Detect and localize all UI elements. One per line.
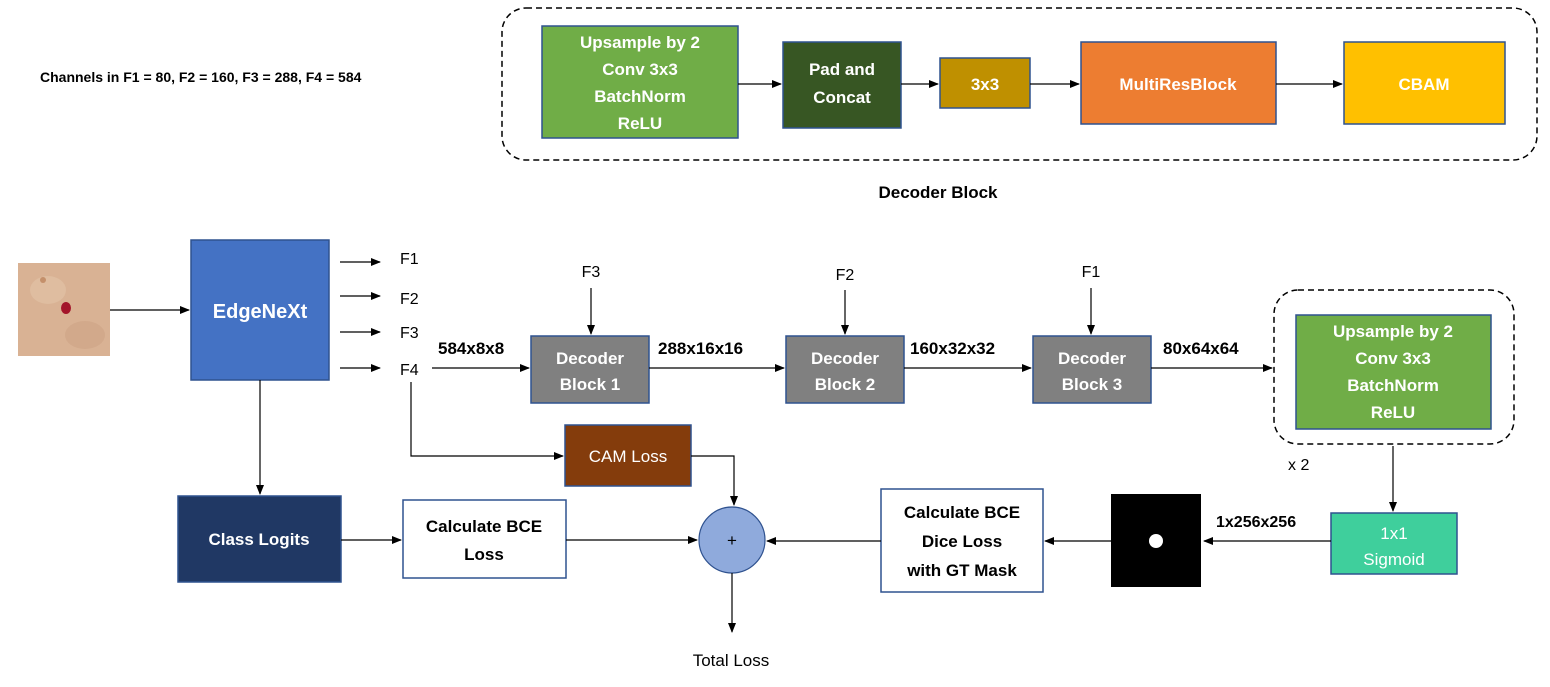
bce-loss-line-1: Calculate BCE: [426, 517, 542, 536]
output-size-label: 1x256x256: [1216, 514, 1296, 531]
pad-concat-line-2: Concat: [813, 88, 871, 107]
bce-dice-line-1: Calculate BCE: [904, 503, 1020, 522]
channels-note: Channels in F1 = 80, F2 = 160, F3 = 288,…: [40, 69, 362, 85]
head-upsample-line-4: ReLU: [1371, 403, 1415, 422]
decoder-upsample-box: Upsample by 2 Conv 3x3 BatchNorm ReLU: [541, 25, 739, 139]
conv3x3-box: 3x3: [939, 57, 1031, 109]
class-logits-label: Class Logits: [208, 530, 309, 549]
cam-loss-label: CAM Loss: [589, 447, 667, 466]
pad-concat-line-1: Pad and: [809, 60, 875, 79]
arrow-cam-to-sum: [691, 455, 738, 506]
decoder-1-line-2: Block 1: [560, 375, 620, 394]
skip-label-f2: F2: [836, 267, 855, 284]
cam-loss-box: CAM Loss: [564, 424, 692, 487]
input-size-label: 584x8x8: [438, 339, 504, 358]
decoder-block-caption: Decoder Block: [878, 183, 998, 202]
head-container: [1273, 289, 1515, 445]
decoder-upsample-line-2: Conv 3x3: [602, 60, 678, 79]
bce-loss-line-2: Loss: [464, 545, 504, 564]
bce-dice-loss-box: Calculate BCE Dice Loss with GT Mask: [880, 488, 1044, 593]
decoder-block-container: [501, 7, 1538, 161]
multiresblock-box: MultiResBlock: [1080, 41, 1277, 125]
conv3x3-label: 3x3: [971, 75, 999, 94]
feature-label-f3: F3: [400, 325, 419, 342]
head-upsample-line-1: Upsample by 2: [1333, 322, 1453, 341]
pad-concat-box: Pad and Concat: [782, 41, 902, 129]
decoder-upsample-line-3: BatchNorm: [594, 87, 686, 106]
cbam-label: CBAM: [1399, 75, 1450, 94]
feature-label-f4: F4: [400, 362, 419, 379]
total-loss-label: Total Loss: [693, 651, 770, 670]
decoder-2-line-1: Decoder: [811, 349, 879, 368]
edgenext-encoder-box: EdgeNeXt: [190, 239, 330, 381]
decoder-upsample-line-1: Upsample by 2: [580, 33, 700, 52]
bce-dice-line-2: Dice Loss: [922, 532, 1002, 551]
head-upsample-line-3: BatchNorm: [1347, 376, 1439, 395]
decoder-upsample-line-4: ReLU: [618, 114, 662, 133]
decoder-block-1: Decoder Block 1: [530, 335, 650, 404]
repeat-label: x 2: [1288, 457, 1309, 474]
sigmoid-box: 1x1 Sigmoid: [1330, 512, 1458, 575]
sum-node: +: [698, 506, 766, 574]
skip-label-f1: F1: [1082, 264, 1101, 281]
feature-label-f1: F1: [400, 251, 419, 268]
cbam-box: CBAM: [1343, 41, 1506, 125]
decoder-3-line-1: Decoder: [1058, 349, 1126, 368]
decoder-2-line-2: Block 2: [815, 375, 875, 394]
sigmoid-line-1: 1x1: [1380, 524, 1407, 543]
sigmoid-line-2: Sigmoid: [1363, 550, 1424, 569]
bce-loss-box: Calculate BCE Loss: [402, 499, 567, 579]
edgenext-label: EdgeNeXt: [213, 301, 308, 323]
decoder-block-3: Decoder Block 3: [1032, 335, 1152, 404]
arrow-f4-to-cam: [410, 382, 564, 460]
skip-label-f3: F3: [582, 264, 601, 281]
input-image: [18, 263, 110, 356]
head-upsample-box: Upsample by 2 Conv 3x3 BatchNorm ReLU: [1295, 314, 1492, 430]
predicted-mask: [1111, 494, 1201, 587]
decoder-2-output-label: 160x32x32: [910, 339, 995, 358]
bce-dice-line-3: with GT Mask: [906, 561, 1017, 580]
sum-plus-sign: +: [727, 531, 737, 550]
decoder-3-output-label: 80x64x64: [1163, 339, 1239, 358]
decoder-3-line-2: Block 3: [1062, 375, 1122, 394]
decoder-1-output-label: 288x16x16: [658, 339, 743, 358]
decoder-1-line-1: Decoder: [556, 349, 624, 368]
head-upsample-line-2: Conv 3x3: [1355, 349, 1431, 368]
class-logits-box: Class Logits: [177, 495, 342, 583]
feature-label-f2: F2: [400, 291, 419, 308]
multiresblock-label: MultiResBlock: [1119, 75, 1237, 94]
decoder-block-2: Decoder Block 2: [785, 335, 905, 404]
